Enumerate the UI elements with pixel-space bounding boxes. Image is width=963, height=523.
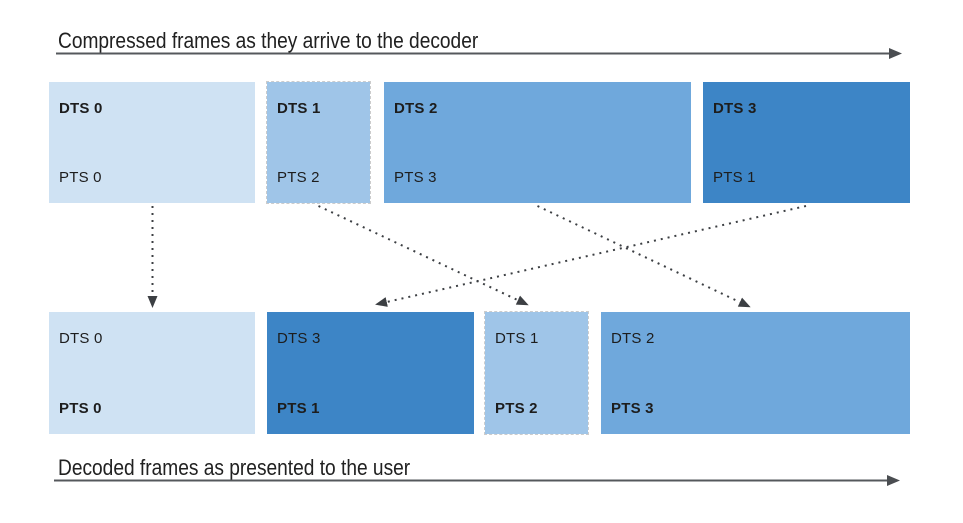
pts-label: PTS 3 xyxy=(611,400,654,417)
pts-label: PTS 2 xyxy=(277,169,320,186)
dts-label: DTS 1 xyxy=(495,330,539,347)
dts-label: DTS 0 xyxy=(59,100,103,117)
decoded-row-label: Decoded frames as presented to the user xyxy=(58,455,411,480)
compressed-frame-dts3: DTS 3 PTS 1 xyxy=(703,82,910,203)
flow-arrow-pts1 xyxy=(375,205,807,307)
decoded-frame-pts0: DTS 0 PTS 0 xyxy=(49,312,255,434)
flow-arrow-pts3 xyxy=(537,205,751,308)
dts-label: DTS 3 xyxy=(713,100,757,117)
pts-label: PTS 0 xyxy=(59,169,102,186)
dts-label: DTS 0 xyxy=(59,330,103,347)
dts-label: DTS 2 xyxy=(394,100,438,117)
pts-label: PTS 2 xyxy=(495,400,538,417)
pts-label: PTS 1 xyxy=(277,400,320,417)
compressed-frame-dts2: DTS 2 PTS 3 xyxy=(384,82,691,203)
decoded-frame-pts3: DTS 2 PTS 3 xyxy=(601,312,910,434)
dts-label: DTS 1 xyxy=(277,100,321,117)
compressed-frame-dts1: DTS 1 PTS 2 xyxy=(266,81,371,204)
compressed-row-label: Compressed frames as they arrive to the … xyxy=(58,28,479,53)
decoded-frame-pts2: DTS 1 PTS 2 xyxy=(484,311,589,435)
pts-label: PTS 0 xyxy=(59,400,102,417)
flow-arrow-pts2 xyxy=(318,205,529,306)
pts-label: PTS 1 xyxy=(713,169,756,186)
compressed-frame-dts0: DTS 0 PTS 0 xyxy=(49,82,255,203)
decoded-frame-pts1: DTS 3 PTS 1 xyxy=(267,312,474,434)
dts-label: DTS 2 xyxy=(611,330,655,347)
dts-label: DTS 3 xyxy=(277,330,321,347)
pts-label: PTS 3 xyxy=(394,169,437,186)
